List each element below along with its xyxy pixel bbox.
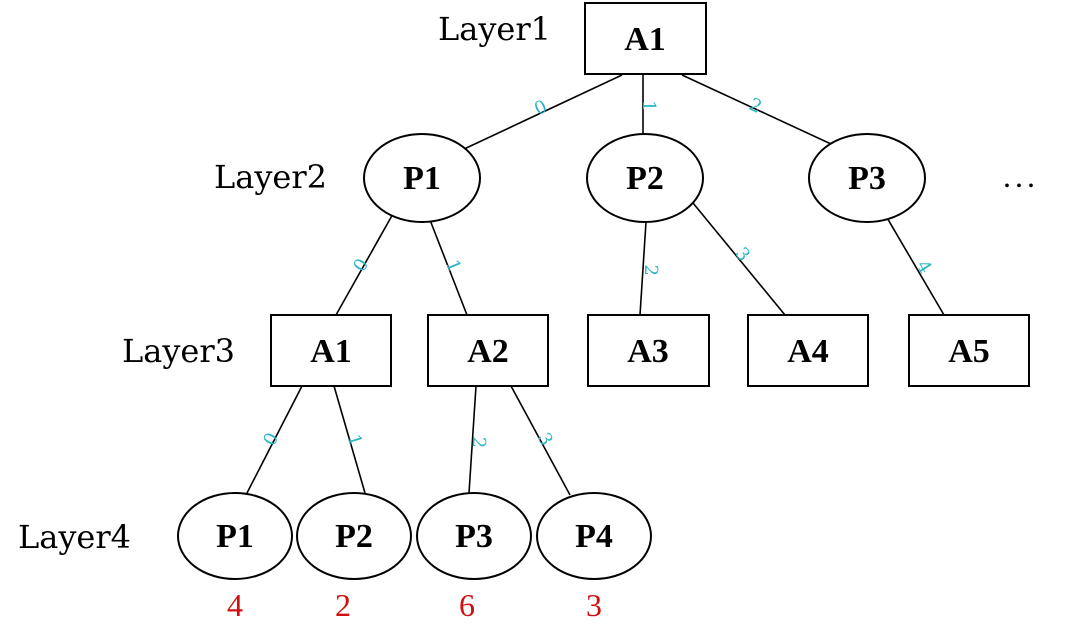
layer1-label: Layer1 [438,10,551,48]
node-l2-p1-label: P1 [403,160,441,197]
node-l3-a4: A4 [747,314,869,387]
score-p4: 3 [586,587,602,623]
node-l3-a5-label: A5 [948,333,990,370]
edge-l1-p3 [681,74,845,151]
edge-label-p3-a5: 4 [912,257,936,278]
layer4-label: Layer4 [18,518,131,556]
edge-label-p1-a1: 0 [349,255,373,275]
node-l2-p3: P3 [808,133,926,223]
node-l4-p2: P2 [296,492,412,580]
node-l2-p1: P1 [363,133,481,223]
more-ellipsis: ... [1003,158,1039,194]
score-p1: 4 [227,587,243,623]
edge-a2-p4 [510,385,571,496]
edge-p2-a3 [639,221,647,316]
layer3-label: Layer3 [122,332,235,370]
node-l3-a3-label: A3 [627,333,669,370]
node-l3-a2-label: A2 [467,333,509,370]
edge-p1-a2 [429,219,468,316]
node-l4-p1-label: P1 [216,518,254,555]
node-l2-p2-label: P2 [626,160,664,197]
layer2-label: Layer2 [214,158,327,196]
edge-a2-p3 [468,385,477,494]
edge-a1-p2 [333,385,366,494]
edge-p2-a4 [692,202,786,316]
node-l3-a1: A1 [270,314,392,387]
edge-label-p2-a3: 2 [640,264,661,276]
score-p3: 6 [459,587,475,623]
node-l1-a1: A1 [584,2,707,75]
edge-p3-a5 [885,215,945,316]
node-l2-p3-label: P3 [848,160,886,197]
node-l3-a1-label: A1 [310,333,352,370]
node-l1-a1-label: A1 [624,21,666,58]
node-l3-a3: A3 [587,314,710,387]
node-l4-p4-label: P4 [575,518,613,555]
edge-label-a1-p1: 0 [259,429,283,449]
node-l4-p3: P3 [416,492,532,580]
node-l4-p2-label: P2 [335,518,373,555]
node-l3-a5: A5 [908,314,1030,387]
edge-label-l1-p3: 2 [746,94,765,118]
score-p2: 2 [335,587,351,623]
edge-label-a1-p2: 1 [343,432,366,449]
edge-label-a2-p3: 2 [468,436,490,449]
edge-label-l1-p2: 1 [638,100,659,111]
node-l4-p1: P1 [177,492,293,580]
edge-p1-a1 [335,211,395,316]
node-l2-p2: P2 [586,133,704,223]
edge-l1-p1 [461,74,623,151]
node-l3-a4-label: A4 [787,333,829,370]
node-l4-p3-label: P3 [455,518,493,555]
edge-a1-p1 [246,385,303,494]
node-l3-a2: A2 [427,314,549,387]
node-l4-p4: P4 [536,492,652,580]
